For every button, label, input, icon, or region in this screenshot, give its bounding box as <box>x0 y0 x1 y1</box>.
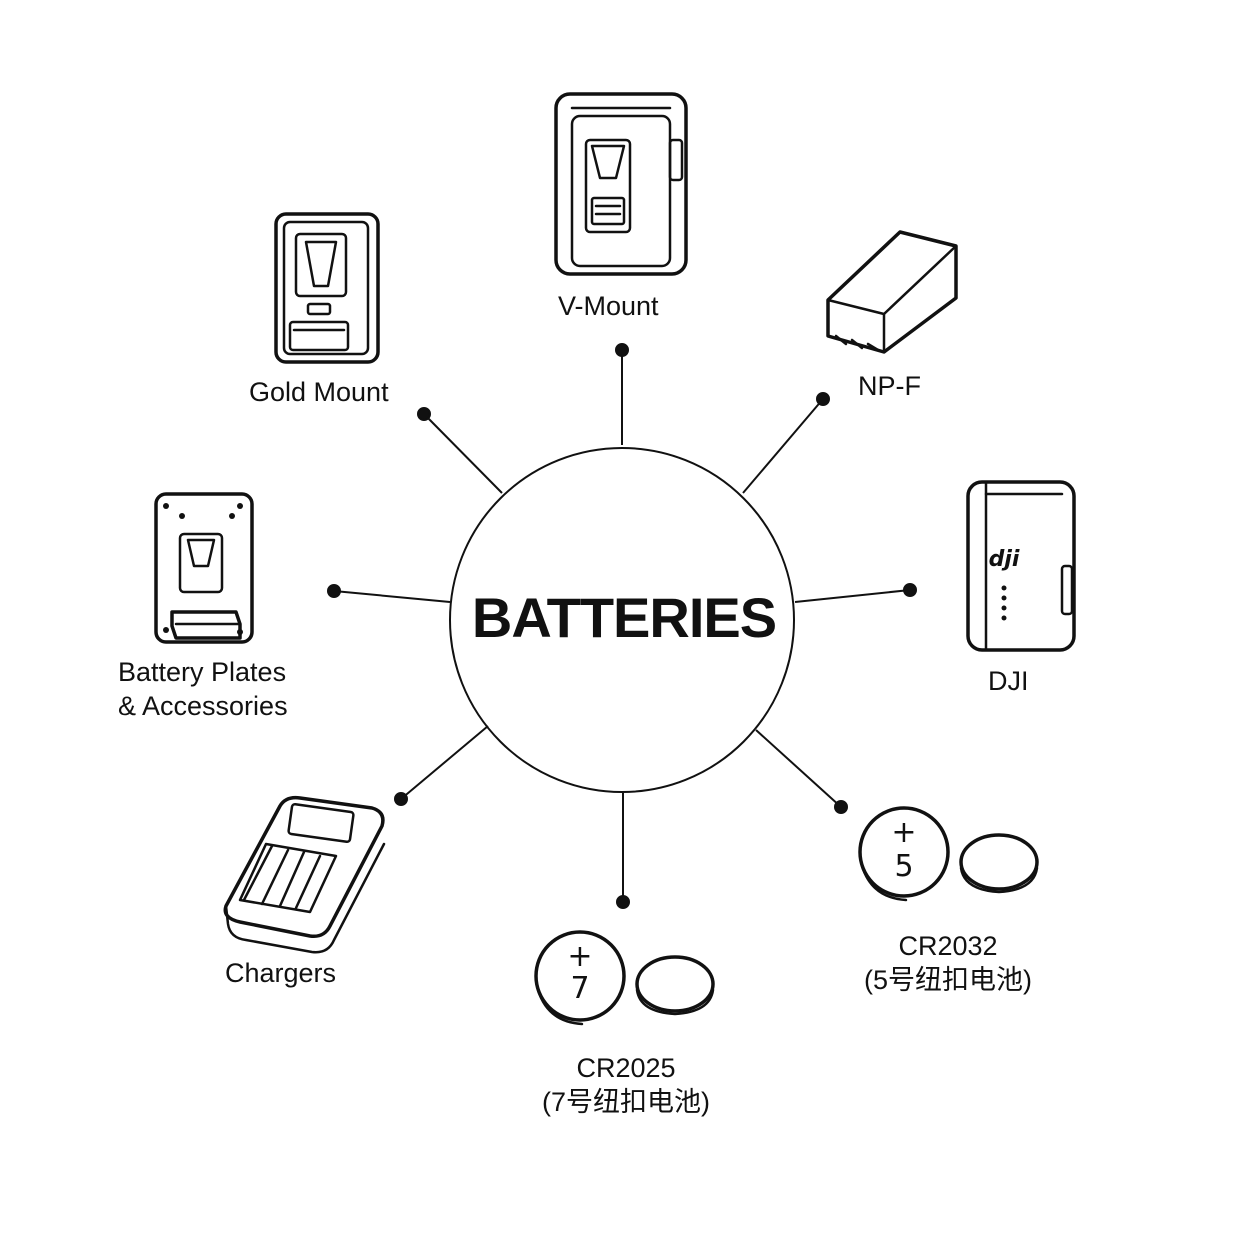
connector-np-f <box>742 392 830 494</box>
np-f-battery-icon <box>826 230 958 354</box>
label-cr2032-line1: CR2032 <box>898 931 998 961</box>
dji-battery-icon: dji <box>966 480 1076 652</box>
dji-led-dots <box>1001 585 1007 621</box>
label-gold-mount: Gold Mount <box>249 377 389 407</box>
cr2032-coin-icon: + 5 <box>858 806 1039 902</box>
label-cr2032: CR2032 (5号纽扣电池) <box>860 929 1036 997</box>
label-battery-plates-line1: Battery Plates <box>118 657 287 687</box>
cr2025-coin-icon: + 7 <box>534 930 715 1026</box>
label-chargers: Chargers <box>225 958 337 988</box>
connectors <box>327 343 917 909</box>
label-battery-plates: Battery Plates & Accessories <box>118 655 288 723</box>
label-cr2025-line2: (7号纽扣电池) <box>542 1087 710 1117</box>
gold-mount-battery-icon <box>274 212 380 364</box>
connector-plates <box>327 584 451 603</box>
connector-dji <box>794 583 917 603</box>
battery-plate-icon <box>154 492 254 644</box>
label-cr2025: CR2025 (7号纽扣电池) <box>536 1051 716 1119</box>
connector-cr2025 <box>616 793 630 909</box>
cr2025-number: 7 <box>570 971 589 1006</box>
cr2032-number: 5 <box>894 849 913 884</box>
label-battery-plates-line2: & Accessories <box>118 691 288 721</box>
cr2025-plus-symbol: + <box>567 939 592 974</box>
center-circle <box>449 447 795 793</box>
charger-icon <box>223 795 386 954</box>
connector-gold-mount <box>417 407 503 494</box>
label-np-f: NP-F <box>858 371 921 401</box>
label-cr2032-line2: (5号纽扣电池) <box>864 965 1032 995</box>
connector-v-mount <box>615 343 629 445</box>
v-mount-battery-icon <box>554 92 688 276</box>
label-cr2025-line1: CR2025 <box>576 1053 676 1083</box>
label-v-mount: V-Mount <box>558 291 659 321</box>
label-dji: DJI <box>988 666 1029 696</box>
center-title: BATTERIES <box>471 586 777 649</box>
connector-chargers <box>394 725 489 806</box>
dji-logo: dji <box>989 547 1020 572</box>
connector-cr2032 <box>755 729 848 814</box>
cr2032-plus-symbol: + <box>891 815 916 850</box>
